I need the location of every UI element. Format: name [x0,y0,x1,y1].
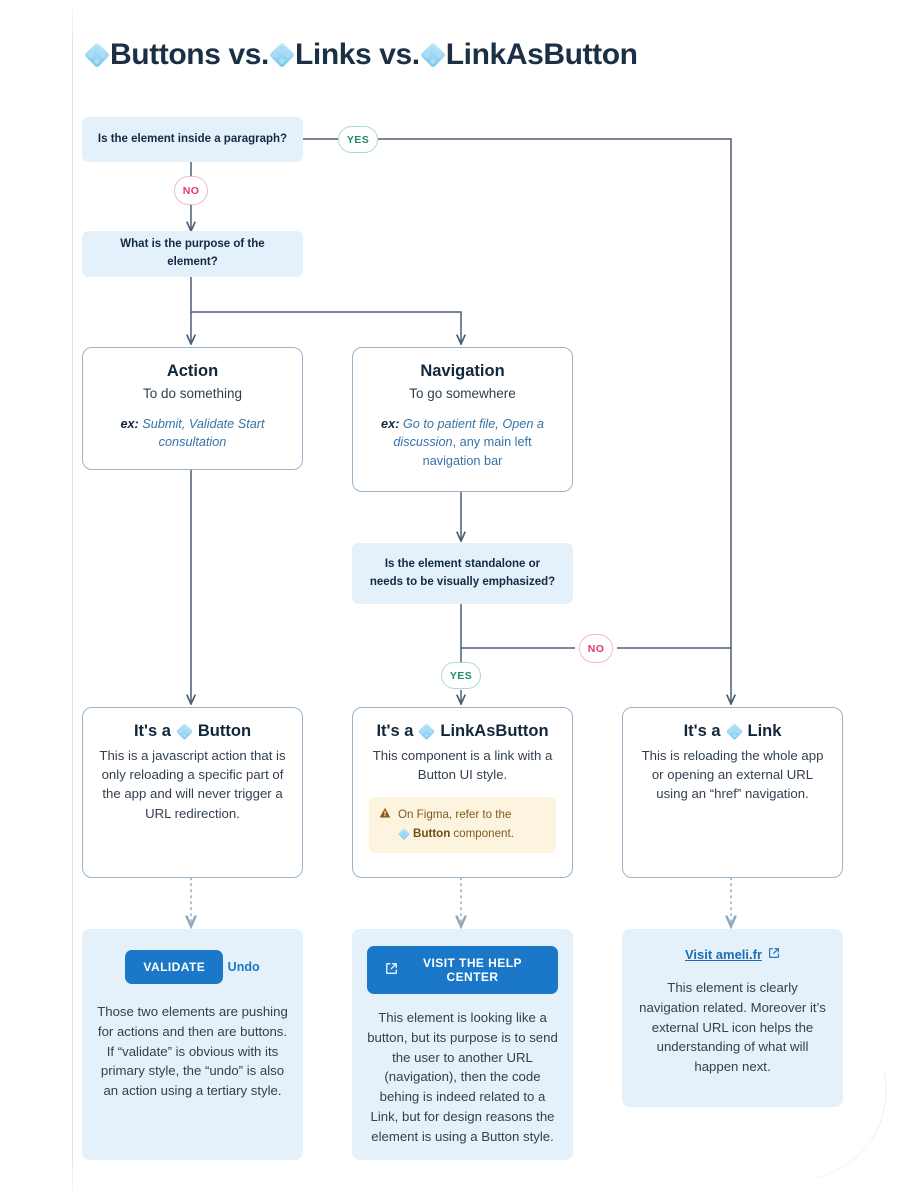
branch-navigation-subtitle: To go somewhere [409,385,516,401]
result-link-title: It's a Link [639,721,826,742]
result-link-title-name: Link [747,722,782,740]
result-card-link: It's a Link This is reloading the whole … [622,707,843,878]
result-button-title-prefix: It's a [133,722,171,740]
branch-navigation-ex-label: ex: [381,416,400,431]
edge-label-yes-standalone: YES [441,662,481,689]
figma-component-icon [726,723,743,740]
branch-card-action: Action To do something ex: Submit, Valid… [82,347,303,470]
result-linkasbutton-title-name: LinkAsButton [440,722,549,740]
branch-action-title: Action [166,362,219,380]
example-box-button: VALIDATE Undo Those two elements are pus… [82,929,303,1160]
edge-label-yes-paragraph: YES [338,126,378,153]
result-card-button: It's a Button This is a javascript actio… [82,707,303,878]
page-title: Buttons vs. Links vs. [84,38,638,72]
result-link-body: This is reloading the whole app or openi… [641,747,824,802]
figma-component-icon [84,42,110,68]
figma-component-icon [269,42,295,68]
yes-text: YES [449,669,473,682]
result-card-linkasbutton: It's a LinkAsButton This component is a … [352,707,573,878]
decision-standalone-line1: Is the element standalone or [384,557,541,570]
decision-standalone-line2: needs to be visually emphasized? [369,575,556,588]
branch-action-ex-text: Submit, Validate Start consultation [138,416,265,450]
validate-button[interactable]: VALIDATE [125,950,224,984]
callout-line-1: On Figma, refer to the [398,808,512,822]
decision-standalone: Is the element standalone or needs to be… [352,543,573,604]
branch-action-ex-label: ex: [120,416,139,431]
figma-warning-callout: On Figma, refer to the Button component. [369,797,556,854]
result-link-title-prefix: It's a [683,722,721,740]
callout-line-2-rest: component. [453,827,514,841]
result-linkasbutton-body: This component is a link with a Button U… [372,747,553,783]
branch-navigation-title: Navigation [420,362,505,380]
external-link-icon [768,947,780,962]
visit-help-center-label: VISIT THE HELP CENTER [423,956,522,984]
branch-action-subtitle: To do something [142,385,243,401]
result-button-body: This is a javascript action that is only… [99,747,286,821]
figma-component-icon [176,723,193,740]
title-part-buttons: Buttons vs. [110,38,269,71]
example-link-text: This element is clearly navigation relat… [639,980,826,1075]
title-part-linkasbutton: LinkAsButton [445,38,638,71]
decision-paragraph-label: Is the element inside a paragraph? [97,132,288,145]
warning-triangle-icon [379,807,391,825]
decision-paragraph: Is the element inside a paragraph? [82,117,303,162]
external-link-icon [385,962,398,978]
branch-navigation-example: ex: Go to patient file, Open a discussio… [369,415,556,470]
result-button-title-name: Button [197,722,252,740]
figma-component-icon [418,723,435,740]
page-left-edge [72,0,73,1200]
yes-text: YES [346,133,370,146]
example-box-linkasbutton: VISIT THE HELP CENTER This element is lo… [352,929,573,1160]
result-linkasbutton-title-prefix: It's a [376,722,414,740]
result-button-title: It's a Button [99,721,286,742]
result-linkasbutton-title: It's a LinkAsButton [369,721,556,742]
decision-purpose: What is the purpose of the element? [82,231,303,277]
branch-navigation-ex-italic: Go to patient file, Open a discussion [393,416,544,450]
undo-button[interactable]: Undo [227,960,260,974]
figma-component-icon [398,828,410,840]
title-part-links: Links vs. [294,38,420,71]
example-button-text: Those two elements are pushing for actio… [97,1004,288,1099]
no-text: NO [182,184,200,197]
edge-label-no-standalone: NO [579,634,613,663]
example-linkasbutton-text: This element is looking like a button, b… [367,1010,558,1144]
example-box-link: Visit ameli.fr This element is clearly n… [622,929,843,1107]
decision-purpose-label: What is the purpose of the element? [120,238,265,268]
no-text: NO [587,642,605,655]
visit-help-center-button[interactable]: VISIT THE HELP CENTER [367,946,558,994]
visit-ameli-label: Visit ameli.fr [684,947,763,962]
branch-action-example: ex: Submit, Validate Start consultation [99,415,286,452]
visit-ameli-link[interactable]: Visit ameli.fr [685,947,780,962]
figma-component-icon [420,42,446,68]
edge-label-no-paragraph: NO [174,176,208,205]
branch-card-navigation: Navigation To go somewhere ex: Go to pat… [352,347,573,492]
branch-navigation-ex-rest: , any main left navigation bar [422,435,532,468]
callout-line-2-bold: Button [413,827,451,841]
